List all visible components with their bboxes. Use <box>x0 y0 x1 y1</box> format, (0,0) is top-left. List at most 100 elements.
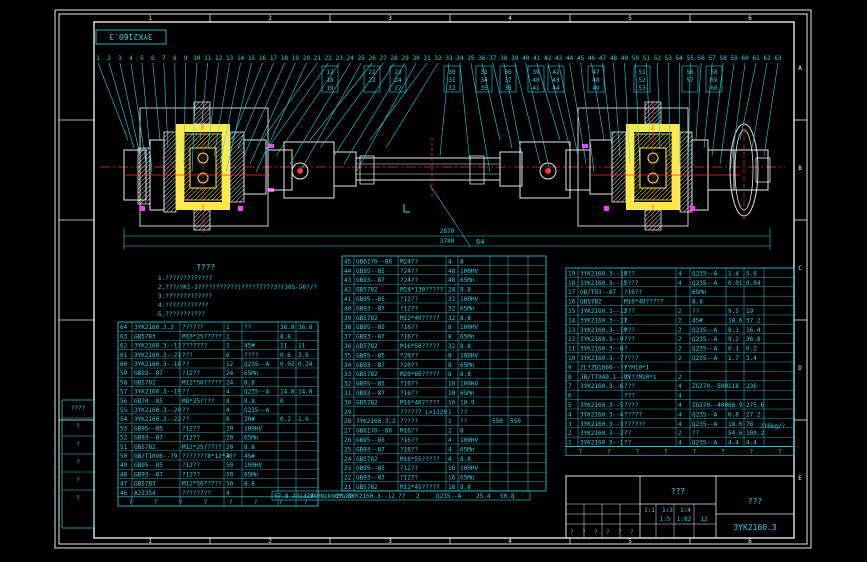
bom-cell: 54.6 <box>728 430 743 437</box>
callout-leader <box>343 62 406 165</box>
bom-cell: 45# <box>244 343 255 350</box>
part-callout: 33 <box>445 55 453 62</box>
bom-total-cell: 20 <box>336 493 344 500</box>
bom-cell: 35 <box>344 352 352 359</box>
title-block-ratio: 1:82 <box>677 516 692 523</box>
bom-total-cell: 2 <box>416 493 420 500</box>
bom-cell: 0 <box>280 398 284 405</box>
part-callout: 7 <box>162 55 166 62</box>
bom-cell: 4 <box>226 389 230 396</box>
bom-cell: 1.6 <box>298 416 309 423</box>
bom-cell: M16?? <box>400 428 418 435</box>
bom-cell: 27.2 <box>746 411 761 418</box>
bom-cell: 0.2 <box>280 416 291 423</box>
part-callout: 8 <box>173 55 177 62</box>
bom-cell: 8.8 <box>460 456 471 463</box>
bom-cell: ?????? L=1320 <box>400 409 447 416</box>
callout-leader <box>711 62 724 157</box>
bom-cell: 16 <box>448 484 456 491</box>
bom-cell: ???????? <box>182 490 211 497</box>
part-callout: 41 <box>533 55 541 62</box>
bom-cell: 3YK2160.3--9 <box>580 336 624 343</box>
bom-cell: 65Mn <box>244 370 259 377</box>
bom-cell: 4 <box>678 411 682 418</box>
bom-cell: 48 <box>448 268 456 275</box>
side-table-cell: ? <box>76 495 80 502</box>
bom-cell: 3YK2160.3--7 <box>580 355 624 362</box>
title-block-cell: ? <box>582 529 586 536</box>
bom-cell: 10 <box>448 390 456 397</box>
bom-cell: 14.8 <box>280 389 295 396</box>
boxed-callout: 44 <box>552 85 560 92</box>
bom-cell: 54 <box>120 416 128 423</box>
boxed-callout: 60 <box>710 85 718 92</box>
part-callout: 49 <box>621 55 629 62</box>
part-callout: 10 <box>193 55 201 62</box>
bom-cell: GB95--85 <box>356 268 385 275</box>
part-callout: 34 <box>456 55 464 62</box>
bom-cell: 10 <box>448 399 456 406</box>
bom-cell: 3YK2160.3--2 <box>580 430 624 437</box>
callout-leader <box>199 62 208 141</box>
part-callout: 32 <box>434 55 442 62</box>
title-block-code: 3YK2160.3 <box>733 523 777 532</box>
bom-cell: 3YK2160.3--6 <box>580 383 624 390</box>
border-col-label-bottom: 4 <box>508 538 512 545</box>
part-callout: 63 <box>774 55 782 62</box>
bom-cell: M8*35???? <box>182 398 215 405</box>
bom-cell: M16*40????? <box>400 399 440 406</box>
boxed-callout: 32 <box>448 85 456 92</box>
bom-cell: ZL?ZD1000--?? <box>580 364 627 371</box>
part-callout: 48 <box>610 55 618 62</box>
bom-cell: ???????8*12*70? <box>182 453 237 460</box>
bom-cell: 19 <box>568 270 576 277</box>
bom-cell: 8.8 <box>244 444 255 451</box>
bom-cell: 1 <box>226 333 230 340</box>
callout-leader <box>243 62 285 157</box>
bom-cell: JB/T7940.1--95 <box>580 374 631 381</box>
bom-cell: 4 <box>448 437 452 444</box>
part-callout: 26 <box>369 55 377 62</box>
bom-cell: 24 <box>226 379 234 386</box>
bom-cell: ? <box>624 317 628 324</box>
callout-leader <box>678 62 681 165</box>
side-table: ????????? <box>61 399 95 529</box>
callout-leader <box>624 62 631 165</box>
technical-notes: ???? 1.?????????????2.???/?K1-3?????????… <box>158 263 317 318</box>
bom-cell: GB5782 <box>134 444 156 451</box>
callout-box <box>587 65 605 93</box>
bom-cell: 8.8 <box>460 484 471 491</box>
boxed-callout: 22 <box>368 77 376 84</box>
bom-cell: 65Mn <box>460 446 475 453</box>
callout-leader <box>719 62 735 165</box>
bom-cell: GB95--85 <box>356 465 385 472</box>
callout-leader <box>385 62 439 149</box>
bom-cell: M12*40????? <box>400 315 440 322</box>
bom-cell: M16*40????? <box>624 299 664 306</box>
title-block-small-cell: 1:3 <box>662 507 673 514</box>
callout-leader <box>646 62 651 141</box>
bom-cell: 2 <box>678 327 682 334</box>
bom-cell: GB5782 <box>356 343 378 350</box>
bom-cell: 100HV <box>460 268 478 275</box>
bom-cell: 8.8 <box>244 398 255 405</box>
note-line: 5.??????????? <box>158 311 205 318</box>
boxed-callout: 35 <box>480 85 488 92</box>
bom-cell: 16 <box>568 299 576 306</box>
bom-cell: 30 <box>344 399 352 406</box>
bom-cell: 3YK2160.3--8 <box>580 346 624 353</box>
callout-leader <box>459 62 471 165</box>
bom-cell: 2 <box>678 430 682 437</box>
bom-cell: GB93--87 <box>356 362 385 369</box>
bom-cell: M16*50????? <box>400 343 440 350</box>
bom-cell: 8.8 <box>460 371 471 378</box>
part-callout: 18 <box>281 55 289 62</box>
bom-cell: 4 <box>678 393 682 400</box>
right-bearing-unit <box>577 100 740 236</box>
bom-cell: 42 <box>344 287 352 294</box>
bom-cell: 550 <box>510 418 521 425</box>
bom-cell: 36.8 <box>298 324 313 331</box>
